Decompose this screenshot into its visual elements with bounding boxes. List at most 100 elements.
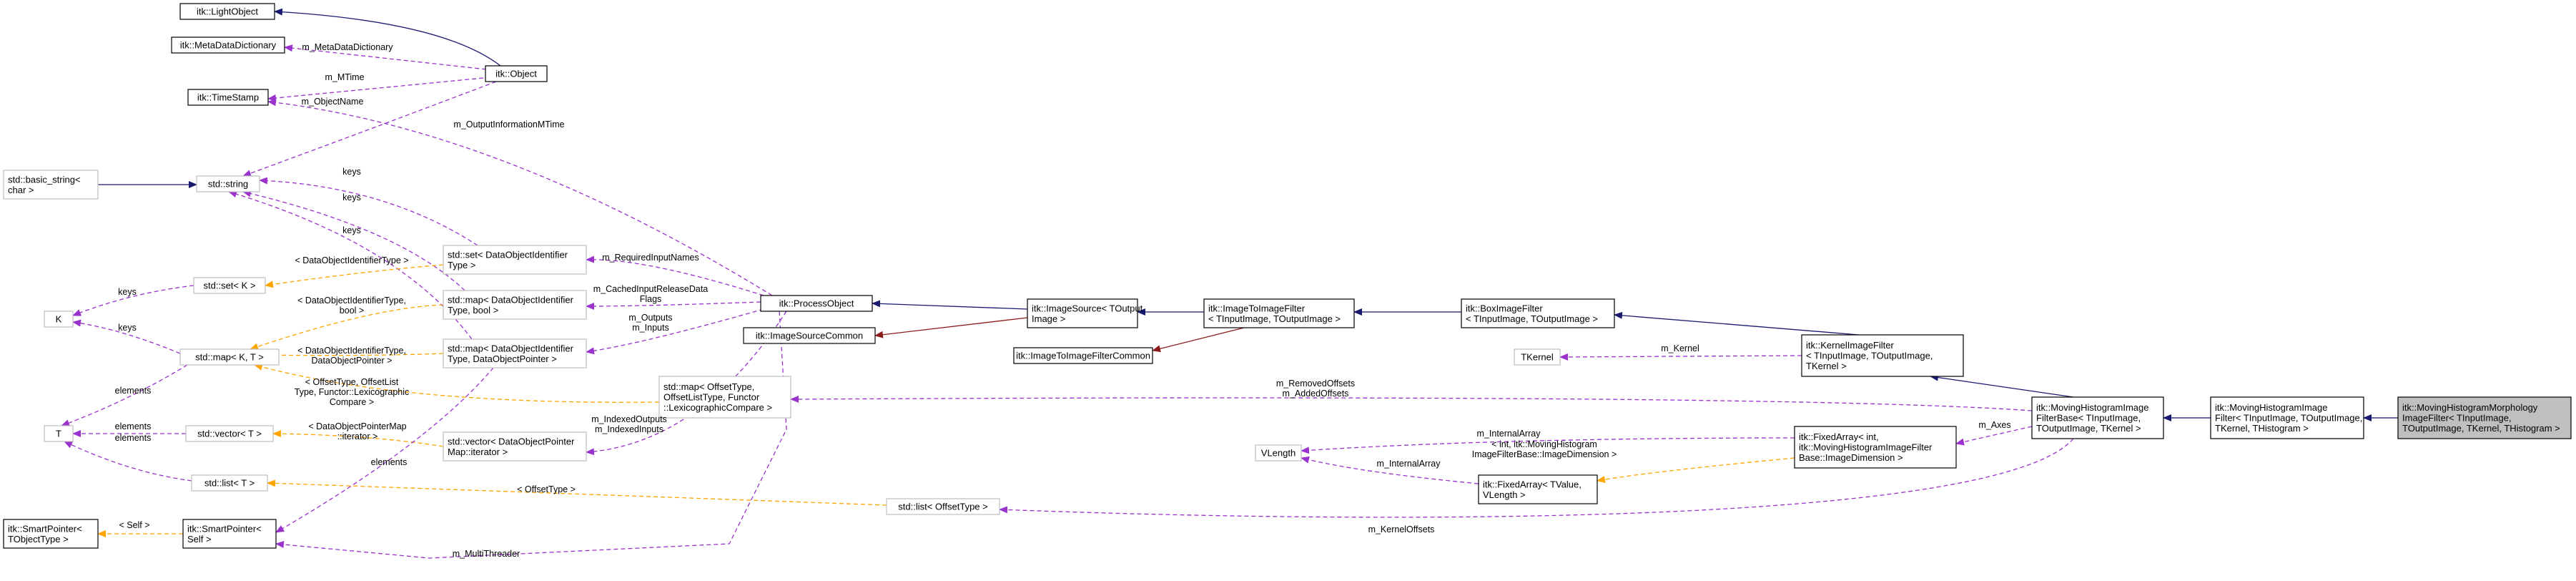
node-box: [1461, 298, 1615, 328]
node-label: K: [56, 314, 62, 325]
node-time-stamp[interactable]: itk::TimeStamp: [187, 89, 269, 106]
node-fixedarray-tvalue[interactable]: itk::FixedArray< TValue,VLength >: [1478, 474, 1598, 504]
node-vlength[interactable]: VLength: [1255, 444, 1302, 462]
node-image-source[interactable]: itk::ImageSource< TOutputImage >: [1027, 298, 1143, 328]
node-smartpointer-tobject[interactable]: itk::SmartPointer<TObjectType >: [3, 519, 99, 549]
node-box: [1794, 426, 1957, 469]
node-label: itk::MovingHistogramImage: [2036, 402, 2149, 413]
edge-vector-dataobjptr-to-vector-t: [272, 430, 444, 447]
node-box: [1027, 298, 1138, 328]
node-object[interactable]: itk::Object: [485, 65, 548, 82]
edge-object-to-meta-data-dictionary: [284, 44, 494, 71]
node-label: TKernel: [1521, 352, 1554, 363]
node-label: itk::SmartPointer<: [187, 523, 262, 534]
node-fixedarray-int[interactable]: itk::FixedArray< int,itk::MovingHistogra…: [1794, 426, 1957, 469]
edge-label-m-kernel-offsets: m_KernelOffsets: [1368, 524, 1435, 534]
node-label: VLength: [1261, 448, 1296, 459]
node-list-t[interactable]: std::list< T >: [191, 474, 268, 492]
edge-moving-histogram-base-to-fixedarray-int: [1955, 426, 2033, 446]
node-label: < TInputImage, TOutputImage >: [1208, 313, 1341, 324]
node-label: TOutputImage, TKernel >: [2036, 423, 2141, 434]
edge-list-t-to-t: [64, 441, 192, 482]
edge-map-dataobjid-bool-to-map-kt: [250, 304, 444, 351]
node-label: itk::MovingHistogramImageFilter: [1799, 442, 1933, 453]
node-label: itk::MovingHistogramImage: [2215, 402, 2328, 413]
edge-image-source-to-image-source-common: [874, 317, 1028, 338]
node-label: TOutputImage, TKernel, THistogram >: [2402, 423, 2560, 434]
edge-image-source-to-process-object: [872, 300, 1028, 310]
node-map-offsettype[interactable]: std::map< OffsetType,OffsetListType, Fun…: [658, 376, 791, 419]
node-smartpointer-self[interactable]: itk::SmartPointer<Self >: [182, 519, 277, 549]
node-box-image-filter[interactable]: itk::BoxImageFilter< TInputImage, TOutpu…: [1461, 298, 1615, 328]
edge-label-m-mtime: m_MTime: [325, 72, 364, 82]
edge-moving-histogram-base-to-map-offsettype: [790, 395, 2033, 411]
node-box: [187, 89, 269, 106]
node-t[interactable]: T: [44, 425, 74, 442]
node-box: [1801, 334, 1964, 377]
node-light-object[interactable]: itk::LightObject: [179, 3, 275, 20]
node-vector-dataobjptr[interactable]: std::vector< DataObjectPointerMap::itera…: [443, 431, 587, 462]
node-tkernel[interactable]: TKernel: [1514, 348, 1561, 366]
edge-label-m-multi-threader: m_MultiThreader: [453, 549, 520, 559]
node-vector-t[interactable]: std::vector< T >: [185, 425, 274, 442]
node-box: [443, 338, 587, 368]
node-box: [2210, 396, 2364, 439]
node-box: [2397, 396, 2572, 439]
edge-map-dataobjid-bool-to-string: [242, 190, 465, 291]
node-label: Self >: [187, 534, 212, 545]
node-k[interactable]: K: [44, 311, 74, 328]
node-label: itk::SmartPointer<: [8, 523, 82, 534]
node-kernel-image-filter[interactable]: itk::KernelImageFilter< TInputImage, TOu…: [1801, 334, 1964, 377]
edge-fixedarray-tvalue-to-vlength: [1301, 456, 1479, 484]
node-box: [191, 474, 268, 492]
node-box: [443, 245, 587, 275]
node-map-dataobjid-bool[interactable]: std::map< DataObjectIdentifierType, bool…: [443, 290, 587, 320]
node-label: itk::MovingHistogramMorphology: [2402, 402, 2538, 413]
edge-object-to-string: [242, 81, 497, 177]
node-basic-string[interactable]: std::basic_string<char >: [3, 170, 99, 200]
node-label: std::map< DataObjectIdentifier: [448, 343, 574, 353]
node-label: itk::KernelImageFilter: [1806, 340, 1894, 351]
node-label: itk::ImageSource< TOutput: [1032, 303, 1143, 313]
node-map-kt[interactable]: std::map< K, T >: [179, 348, 280, 366]
node-box: [443, 290, 587, 320]
node-box: [44, 425, 74, 442]
edge-image-to-image-filter-to-image-to-image-filter-common: [1152, 327, 1245, 353]
node-map-dataobjid-ptr[interactable]: std::map< DataObjectIdentifierType, Data…: [443, 338, 587, 368]
edge-label-m-internal-array-2: m_InternalArray: [1377, 459, 1441, 469]
node-moving-histogram-morphology[interactable]: itk::MovingHistogramMorphologyImageFilte…: [2397, 396, 2572, 439]
node-box: [196, 175, 260, 192]
node-moving-histogram[interactable]: itk::MovingHistogramImageFilter< TInputI…: [2210, 396, 2364, 439]
edge-label-m-axes: m_Axes: [1978, 420, 2010, 430]
edge-label-dataobjptr-map-iterator: < DataObjectPointerMap::iterator >: [308, 421, 406, 441]
node-process-object[interactable]: itk::ProcessObject: [760, 295, 873, 312]
edge-label-keys-set-k: keys: [118, 287, 137, 297]
node-image-source-common[interactable]: itk::ImageSourceCommon: [743, 327, 876, 344]
node-label: itk::LightObject: [197, 6, 258, 17]
node-string[interactable]: std::string: [196, 175, 260, 192]
node-box: [1013, 347, 1153, 364]
node-label: std::map< DataObjectIdentifier: [448, 294, 574, 305]
node-label: std::vector< DataObjectPointer: [448, 436, 575, 446]
node-set-dataobjid[interactable]: std::set< DataObjectIdentifierType >: [443, 245, 587, 275]
edge-label-offset-type: < OffsetType >: [517, 484, 576, 494]
edge-label-m-required-input-names: m_RequiredInputNames: [602, 253, 699, 263]
edge-map-kt-to-k: [72, 319, 181, 354]
node-meta-data-dictionary[interactable]: itk::MetaDataDictionary: [171, 36, 285, 54]
node-image-to-image-filter[interactable]: itk::ImageToImageFilter< TInputImage, TO…: [1203, 298, 1355, 328]
edge-label-elements-smartpointer: elements: [371, 457, 408, 467]
node-box: [1255, 444, 1302, 462]
edge-process-object-to-set-dataobjid: [586, 255, 764, 296]
node-label: Base::ImageDimension >: [1799, 452, 1903, 463]
edge-process-object-to-map-dataobjid-bool: [586, 301, 761, 310]
node-set-k[interactable]: std::set< K >: [193, 277, 266, 294]
node-label: OffsetListType, Functor: [663, 392, 760, 403]
node-image-to-image-filter-common[interactable]: itk::ImageToImageFilterCommon: [1013, 347, 1153, 364]
node-list-offsettype[interactable]: std::list< OffsetType >: [886, 498, 1000, 515]
edge-label-m-output-information-mtime: m_OutputInformationMTime: [453, 119, 564, 130]
node-box: [185, 425, 274, 442]
